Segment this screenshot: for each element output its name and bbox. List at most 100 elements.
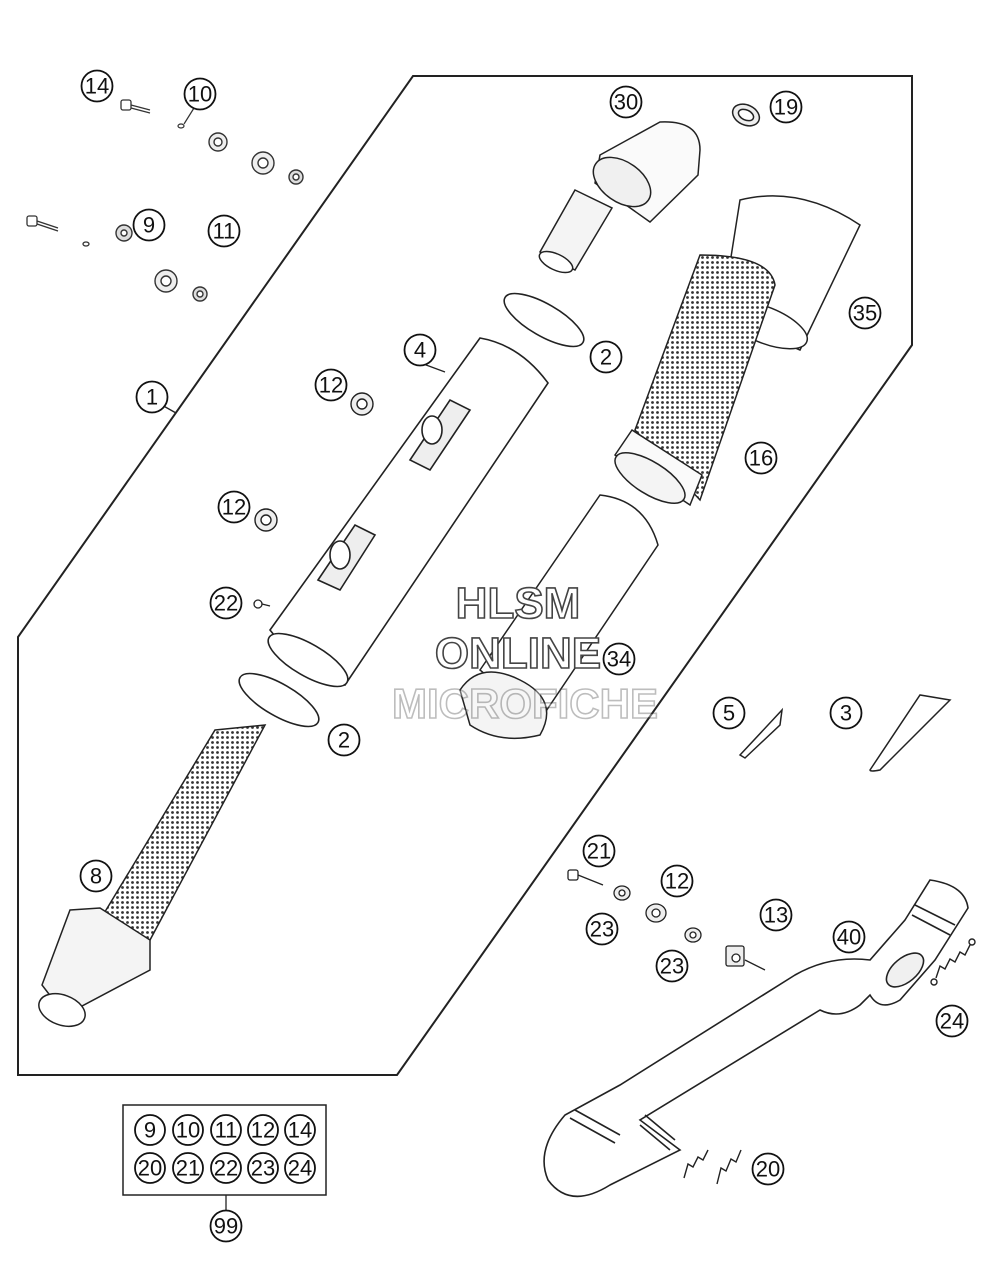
kit-callout-circle	[210, 1152, 242, 1184]
kit-callout-label: 21	[176, 1156, 200, 1181]
callout-label: 23	[660, 954, 684, 979]
assembly-outline	[17, 75, 913, 1076]
callout-c-23-b: 23	[655, 949, 689, 983]
kit-callout-10: 10	[172, 1114, 204, 1146]
callout-circle	[80, 69, 114, 103]
callout-label: 4	[414, 338, 426, 363]
kit-callout-circle	[172, 1152, 204, 1184]
callout-label: 2	[600, 345, 612, 370]
perforated-pipe-8-part	[38, 724, 267, 1028]
kit-callout-circle	[247, 1114, 279, 1146]
callout-label: 10	[188, 82, 212, 107]
nut-11-part	[192, 286, 208, 302]
kit-callout-12: 12	[247, 1114, 279, 1146]
callout-circle	[660, 864, 694, 898]
kit-callout-circle	[210, 1114, 242, 1146]
callout-label: 14	[85, 74, 109, 99]
kit-callout-22: 22	[210, 1152, 242, 1184]
callout-label: 30	[614, 90, 638, 115]
callout-label: 21	[587, 839, 611, 864]
callout-c-5: 5	[712, 696, 746, 730]
callout-c-13: 13	[759, 898, 793, 932]
callout-label: 9	[143, 213, 155, 238]
heat-shield-5-part	[738, 707, 784, 759]
callout-circle	[132, 208, 166, 242]
callout-circle	[79, 859, 113, 893]
bushing-12-mid-part	[254, 508, 278, 532]
callout-label: 8	[90, 864, 102, 889]
kit-callout-14: 14	[284, 1114, 316, 1146]
callout-label: 3	[840, 701, 852, 726]
bolt-lower-part	[26, 215, 90, 247]
springs-20-part	[683, 1149, 742, 1185]
washer-grommet-part	[208, 132, 228, 152]
callout-c-1: 1	[135, 380, 169, 414]
callout-c-11-top: 11	[207, 214, 241, 248]
kit-callout-circle	[134, 1152, 166, 1184]
callout-circle	[314, 368, 348, 402]
callout-circle	[589, 340, 623, 374]
watermark: HLSM ONLINE MICROFICHE	[391, 578, 659, 728]
callout-label: 22	[214, 591, 238, 616]
gasket-2-upper-part	[503, 292, 585, 348]
washer-9-part	[115, 224, 133, 242]
kit-callout-11: 11	[210, 1114, 242, 1146]
watermark-line2: ONLINE	[435, 629, 601, 678]
callout-label: 5	[723, 701, 735, 726]
callout-c-19: 19	[769, 90, 803, 124]
callout-label: 20	[756, 1157, 780, 1182]
kit-callout-label: 9	[144, 1118, 156, 1143]
kit-callout-circle	[284, 1114, 316, 1146]
muffler-housing-4-part	[267, 337, 549, 688]
kit-callout-label: 10	[176, 1118, 200, 1143]
washer-10-part	[177, 107, 195, 129]
callout-circle	[751, 1152, 785, 1186]
callout-circle	[602, 642, 636, 676]
spring-24-part	[930, 938, 976, 986]
kit-callout-circle	[247, 1152, 279, 1184]
callout-circle	[769, 90, 803, 124]
kit-callout-20: 20	[134, 1152, 166, 1184]
kit-callout-label: 12	[251, 1118, 275, 1143]
callout-label: 40	[837, 925, 861, 950]
callout-circle	[327, 723, 361, 757]
bolt-21-part	[567, 869, 604, 886]
callout-c-12-lower: 12	[660, 864, 694, 898]
kit-callout-circle	[172, 1114, 204, 1146]
bushing-12-upper-part	[350, 392, 374, 416]
kit-callout-label: 20	[138, 1156, 162, 1181]
rubber-bushing-lower-part	[154, 269, 178, 293]
callout-label: 35	[853, 301, 877, 326]
callout-circle	[935, 1004, 969, 1038]
callout-c-99: 99	[209, 1209, 243, 1243]
callout-circle	[217, 490, 251, 524]
callout-c-2-upper: 2	[589, 340, 623, 374]
kit-callout-9: 9	[134, 1114, 166, 1146]
callout-c-12-upper: 12	[314, 368, 348, 402]
end-cap-30-part	[538, 121, 701, 274]
callout-label: 12	[319, 373, 343, 398]
callout-circle	[207, 214, 241, 248]
kit-callout-label: 14	[288, 1118, 312, 1143]
callout-circle	[403, 333, 437, 367]
header-pipe-40-part	[543, 879, 969, 1198]
callout-circle	[744, 441, 778, 475]
callout-circle	[848, 296, 882, 330]
grommet-19-part	[731, 103, 761, 127]
callout-c-35: 35	[848, 296, 882, 330]
callout-circle	[832, 920, 866, 954]
inner-tube-34-part	[459, 494, 659, 740]
callout-circle	[609, 85, 643, 119]
kit-callout-21: 21	[172, 1152, 204, 1184]
callout-c-20-mid: 20	[751, 1152, 785, 1186]
bushing-12-lower-part	[645, 903, 667, 923]
watermark-line3: MICROFICHE	[392, 680, 658, 727]
callout-label: 24	[940, 1009, 964, 1034]
gasket-2-lower-part	[238, 672, 320, 728]
callout-circle	[829, 696, 863, 730]
callout-c-3: 3	[829, 696, 863, 730]
kit-callout-24: 24	[284, 1152, 316, 1184]
perforated-core-16-part	[613, 254, 776, 507]
